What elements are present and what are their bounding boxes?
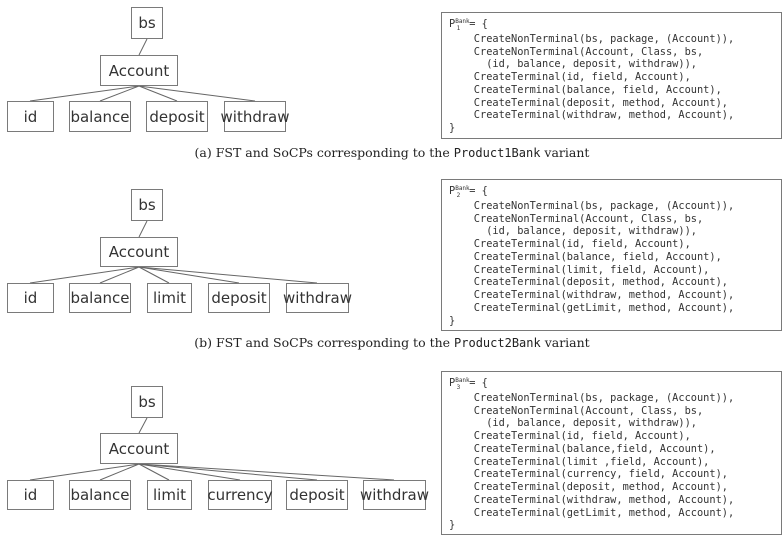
tree-class-node: Account — [100, 55, 178, 86]
tree-root-node: bs — [131, 7, 163, 39]
code-line: CreateTerminal(currency, field, Account)… — [449, 468, 728, 481]
edge-child-leaf — [138, 463, 318, 481]
tree-leaf-node: currency — [207, 480, 273, 510]
tree-leaf-node: balance — [69, 480, 131, 510]
caption-label: (b) FST and SoCPs corresponding to the — [194, 335, 455, 350]
code-footer: } — [449, 122, 456, 134]
code-footer: } — [449, 314, 456, 327]
caption-b: (b) FST and SoCPs corresponding to the P… — [0, 335, 784, 350]
code-line: CreateTerminal(withdraw, method, Account… — [449, 109, 735, 122]
socp-header: PBank3= { — [449, 377, 488, 391]
socp-header: PBank1= { — [449, 18, 488, 32]
edge-child-leaf — [138, 463, 170, 481]
socp-code-box-a: PBank1= { CreateNonTerminal(bs, package,… — [441, 12, 782, 139]
tree-root-node: bs — [131, 189, 163, 221]
tree-class-node: Account — [100, 433, 178, 464]
edge-child-leaf — [138, 85, 178, 102]
caption-suffix: variant — [540, 335, 590, 350]
code-line: CreateTerminal(deposit, method, Account)… — [449, 481, 728, 493]
code-line: CreateTerminal(balance, field, Account), — [449, 83, 722, 96]
code-line: CreateTerminal(limit ,field, Account), — [449, 455, 710, 468]
edge-root-child — [138, 38, 148, 56]
code-line: CreateTerminal(id, field, Account), — [449, 238, 691, 250]
code-line: CreateTerminal(id, field, Account), — [449, 430, 691, 442]
tree-leaf-node: withdraw — [221, 101, 290, 132]
edge-child-leaf — [29, 266, 140, 284]
edge-child-leaf — [29, 463, 140, 481]
caption-label: (a) FST and SoCPs corresponding to the — [194, 145, 454, 160]
socp-header: PBank2= { — [449, 185, 488, 199]
code-line: (id, balance, deposit, withdraw)), — [449, 58, 697, 71]
tree-edges-b — [29, 220, 318, 284]
tree-leaf-node: deposit — [208, 283, 270, 313]
code-line: CreateNonTerminal(bs, package, (Account)… — [449, 32, 735, 45]
code-line: CreateTerminal(balance,field, Account), — [449, 442, 716, 455]
tree-leaf-node: withdraw — [283, 283, 352, 313]
caption-a: (a) FST and SoCPs corresponding to the P… — [0, 145, 784, 160]
code-line: CreateNonTerminal(Account, Class, bs, — [449, 404, 704, 417]
tree-edges-a — [29, 38, 256, 102]
tree-leaf-node: deposit — [146, 101, 208, 132]
code-footer: } — [449, 519, 456, 532]
code-line: CreateTerminal(withdraw, method, Account… — [449, 493, 735, 506]
code-line: CreateTerminal(getLimit, method, Account… — [449, 301, 735, 314]
code-line: CreateNonTerminal(bs, package, (Account)… — [449, 391, 735, 404]
socp-code-box-b: PBank2= { CreateNonTerminal(bs, package,… — [441, 179, 782, 331]
edge-child-leaf — [29, 85, 140, 102]
code-line: CreateTerminal(getLimit, method, Account… — [449, 506, 735, 519]
code-line: CreateTerminal(balance, field, Account), — [449, 250, 722, 263]
code-line: CreateNonTerminal(Account, Class, bs, — [449, 212, 704, 225]
code-line: (id, balance, deposit, withdraw)), — [449, 225, 697, 238]
tree-leaf-node: limit — [147, 283, 192, 313]
tree-leaf-node: id — [7, 283, 54, 313]
edge-child-leaf — [99, 463, 140, 481]
edge-child-leaf — [138, 463, 395, 481]
tree-leaf-node: deposit — [286, 480, 348, 510]
caption-suffix: variant — [540, 145, 590, 160]
edge-child-leaf — [138, 266, 318, 284]
edge-root-child — [138, 417, 148, 434]
tree-leaf-node: withdraw — [360, 480, 429, 510]
code-line: CreateNonTerminal(Account, Class, bs, — [449, 45, 704, 58]
edge-child-leaf — [138, 266, 240, 284]
code-line: CreateTerminal(id, field, Account), — [449, 71, 691, 83]
edge-child-leaf — [99, 85, 140, 102]
tree-leaf-node: limit — [147, 480, 192, 510]
code-line: CreateTerminal(limit, field, Account), — [449, 263, 710, 276]
edge-child-leaf — [138, 266, 170, 284]
edge-child-leaf — [138, 463, 241, 481]
caption-variant: Product2Bank — [454, 336, 541, 350]
tree-leaf-node: balance — [69, 283, 131, 313]
edge-child-leaf — [138, 85, 256, 102]
code-line: CreateTerminal(deposit, method, Account)… — [449, 276, 728, 289]
socp-code-box-c: PBank3= { CreateNonTerminal(bs, package,… — [441, 371, 782, 535]
tree-leaf-node: balance — [69, 101, 131, 132]
tree-leaf-node: id — [7, 101, 54, 132]
code-line: CreateNonTerminal(bs, package, (Account)… — [449, 199, 735, 212]
tree-root-node: bs — [131, 386, 163, 418]
code-line: CreateTerminal(deposit, method, Account)… — [449, 96, 728, 109]
code-line: CreateTerminal(withdraw, method, Account… — [449, 289, 735, 301]
caption-variant: Product1Bank — [453, 146, 541, 160]
tree-edges-c — [29, 417, 395, 481]
tree-leaf-node: id — [7, 480, 54, 510]
edge-root-child — [138, 220, 148, 238]
edge-child-leaf — [99, 266, 140, 284]
code-line: (id, balance, deposit, withdraw)), — [449, 417, 697, 430]
tree-class-node: Account — [100, 237, 178, 267]
